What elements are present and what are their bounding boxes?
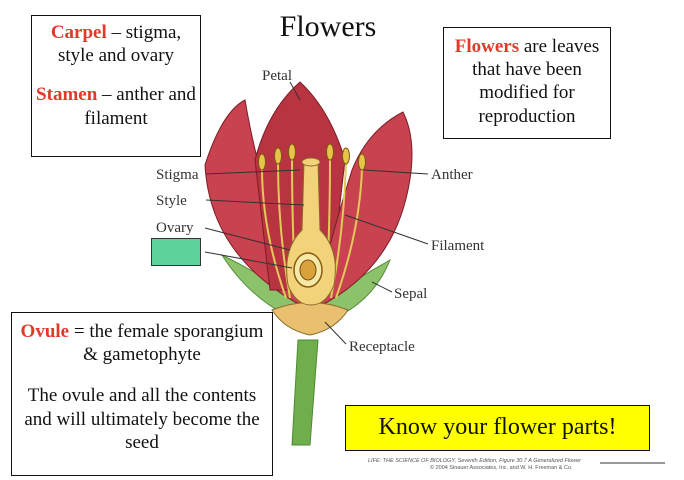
flowers-term: Flowers bbox=[454, 36, 520, 57]
carpel-definition: Carpel – stigma, style and ovary bbox=[32, 21, 200, 67]
label-sepal: Sepal bbox=[394, 286, 427, 302]
anthers bbox=[258, 143, 366, 171]
label-ovary: Ovary bbox=[156, 220, 194, 236]
know-your-parts-banner: Know your flower parts! bbox=[345, 405, 650, 451]
petal-right bbox=[321, 111, 413, 306]
label-stigma: Stigma bbox=[156, 167, 199, 183]
stem bbox=[291, 339, 319, 446]
label-style: Style bbox=[156, 193, 187, 209]
stigma bbox=[301, 157, 321, 167]
stamen-definition: Stamen – anther and filament bbox=[32, 83, 200, 129]
carpel-term: Carpel bbox=[50, 22, 107, 43]
flowers-definition-box: Flowers are leaves that have been modifi… bbox=[443, 27, 611, 139]
ovule-placeholder-box bbox=[151, 238, 201, 266]
ovule-box: Ovule = the female sporangium & gametoph… bbox=[11, 312, 273, 476]
ovule-definition: Ovule = the female sporangium & gametoph… bbox=[12, 320, 272, 366]
label-anther: Anther bbox=[431, 167, 473, 183]
stamen-term: Stamen bbox=[36, 84, 98, 106]
carpel-stamen-box: Carpel – stigma, style and ovary Stamen … bbox=[31, 15, 201, 157]
carpel-def-text: – stigma, style and ovary bbox=[57, 22, 182, 67]
figure-credit-2: © 2004 Sinauer Associates, Inc. and W. H… bbox=[430, 464, 573, 471]
label-receptacle: Receptacle bbox=[349, 339, 415, 355]
flowers-def-text: are leaves that have been modified for r… bbox=[472, 36, 600, 127]
figure-credit-1: LIFE: THE SCIENCE OF BIOLOGY, Seventh Ed… bbox=[368, 458, 582, 464]
ovule-term: Ovule bbox=[20, 321, 70, 342]
label-petal: Petal bbox=[262, 68, 292, 84]
stamen-def-text: – anther and filament bbox=[84, 84, 196, 129]
page-title: Flowers bbox=[279, 10, 377, 43]
ovule-note: The ovule and all the contents and will … bbox=[24, 385, 260, 453]
label-filament: Filament bbox=[431, 238, 485, 254]
receptacle bbox=[271, 302, 349, 336]
leader-lines bbox=[204, 81, 429, 345]
ovule-def-text: = the female sporangium & gametophyte bbox=[69, 321, 264, 366]
